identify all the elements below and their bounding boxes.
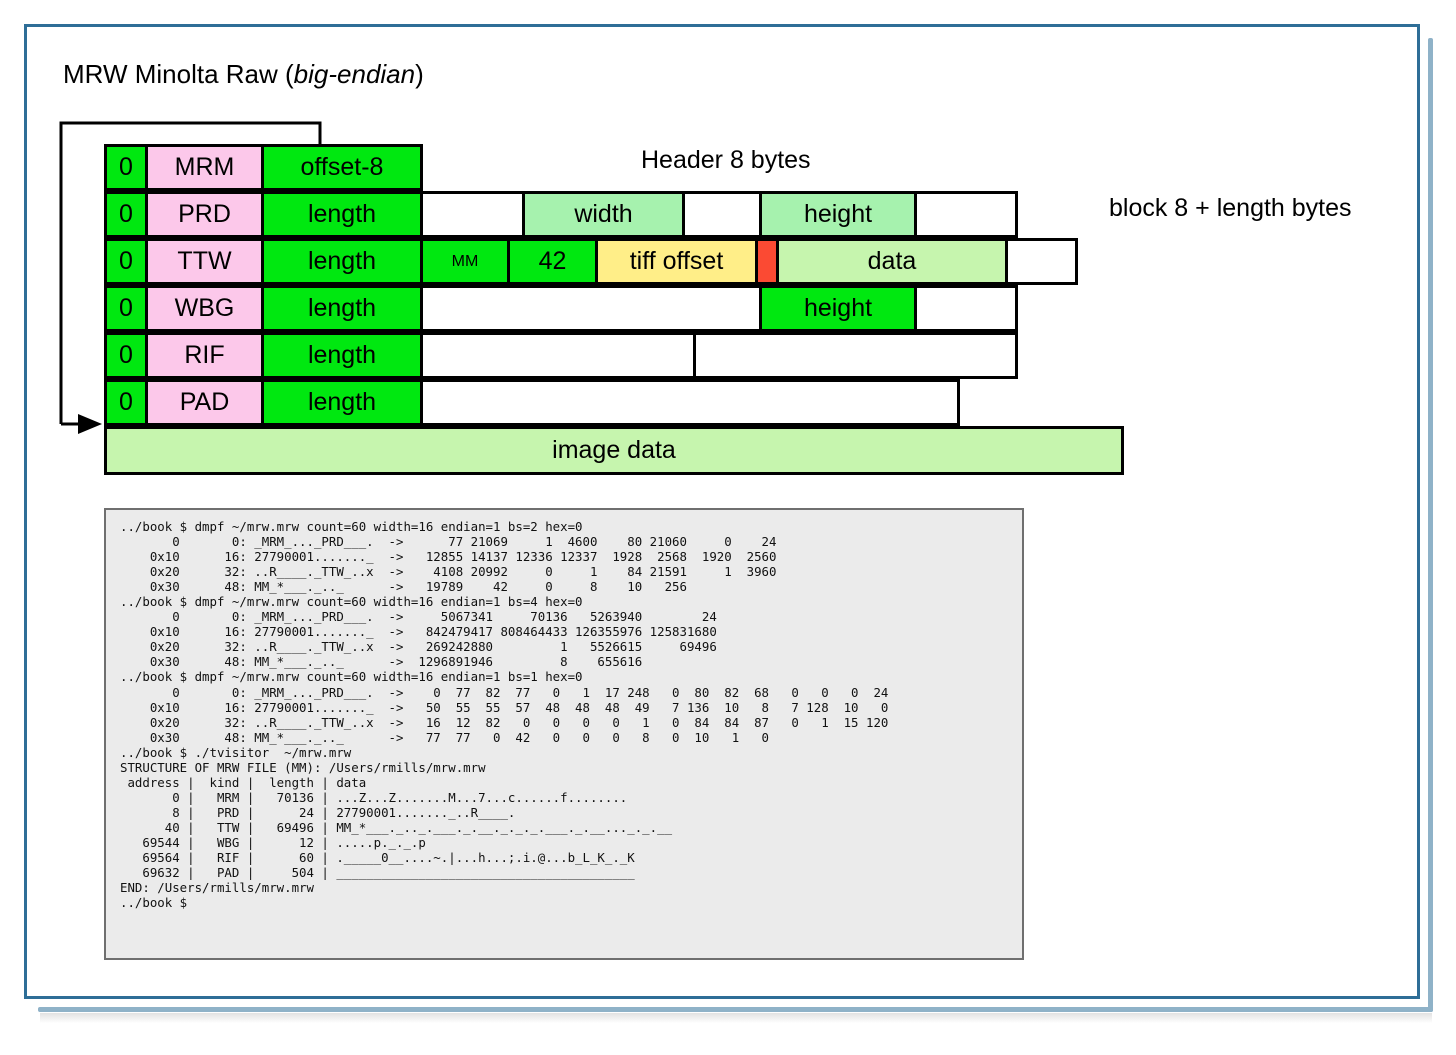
prd-height-field: height [759,191,917,238]
prd-pad-1 [420,191,525,238]
mrm-row-offset: offset-8 [261,144,423,191]
ttw-marker-field [755,238,779,285]
ttw-42-field: 42 [507,238,598,285]
mrm-row-tag: MRM [145,144,264,191]
wbg-pad-2 [914,285,1018,332]
prd-row-length: length [261,191,423,238]
mrm-row-zero: 0 [104,144,148,191]
label-block-8-plus-length-bytes: block 8 + length bytes [1109,194,1352,222]
prd-pad-2 [682,191,762,238]
prd-row-tag: PRD [145,191,264,238]
prd-pad-3 [914,191,1018,238]
ttw-data-field: data [776,238,1008,285]
rif-pad-2 [693,332,1018,379]
terminal-text: ../book $ dmpf ~/mrw.mrw count=60 width=… [120,519,889,911]
rif-row-length: length [261,332,423,379]
ttw-row-zero: 0 [104,238,148,285]
ttw-row-tag: TTW [145,238,264,285]
terminal-output-panel: ../book $ dmpf ~/mrw.mrw count=60 width=… [104,508,1024,960]
pad-row-length: length [261,379,423,426]
pad-pad-1 [420,379,960,426]
ttw-mm-field: MM [420,238,510,285]
wbg-pad-1 [420,285,762,332]
prd-width-field: width [522,191,685,238]
prd-row-zero: 0 [104,191,148,238]
frame-shadow-soft [40,1013,1432,1023]
ttw-pad-1 [1005,238,1078,285]
rif-row-zero: 0 [104,332,148,379]
ttw-row-length: length [261,238,423,285]
page-title: MRW Minolta Raw (big-endian) [63,59,424,90]
wbg-row-length: length [261,285,423,332]
image-data-bar: image data [104,426,1124,475]
page-title-main: MRW Minolta Raw ( [63,59,294,89]
ttw-tiff-offset-field: tiff offset [595,238,758,285]
pad-row-tag: PAD [145,379,264,426]
frame-shadow-right [1428,38,1433,1012]
wbg-row-zero: 0 [104,285,148,332]
label-header-8-bytes: Header 8 bytes [641,146,811,174]
wbg-row-tag: WBG [145,285,264,332]
pad-row-zero: 0 [104,379,148,426]
rif-row-tag: RIF [145,332,264,379]
page-title-close: ) [415,59,424,89]
wbg-height-field: height [759,285,917,332]
rif-pad-1 [420,332,696,379]
frame-shadow-bottom [38,1007,1433,1012]
page-title-emphasis: big-endian [293,59,416,89]
